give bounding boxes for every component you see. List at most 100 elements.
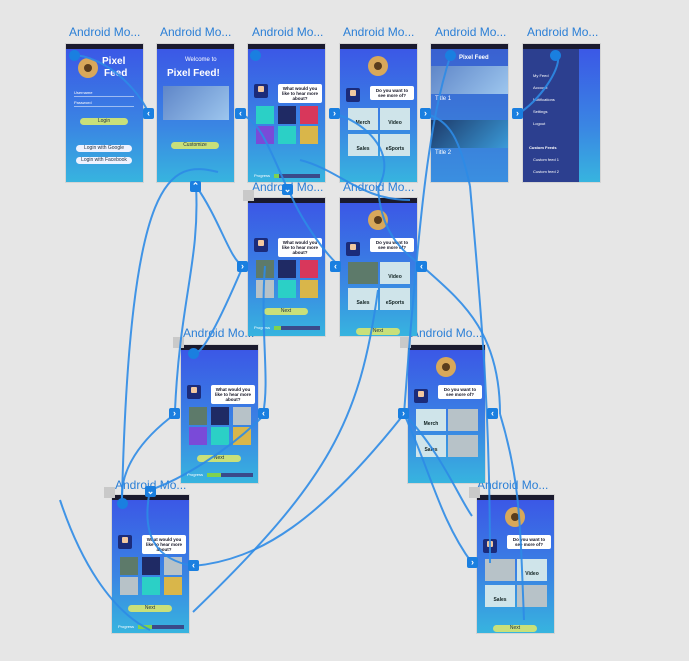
interest-tile-merch[interactable]: Merch [416,409,446,431]
topic-tile-retro[interactable] [211,427,229,445]
topic-tile-pc[interactable] [256,280,274,298]
prototype-link-arrow[interactable]: ⌄ [145,486,156,497]
customize-button[interactable]: Customize [171,142,219,149]
connection-handle[interactable] [250,50,261,61]
next-button[interactable]: Next [128,605,172,612]
prototype-link-arrow[interactable]: › [420,108,431,119]
prototype-link-arrow[interactable]: ‹ [487,408,498,419]
artboard-survey-interests[interactable]: Do you want to see more of? Merch Video … [340,44,417,182]
interest-tile-video[interactable]: Video [517,559,547,581]
prototype-link-arrow[interactable]: ‹ [258,408,269,419]
connection-handle[interactable] [188,348,199,359]
artboard-survey-topics-4[interactable]: What would you like to hear more about? … [112,495,189,633]
feed-title-1[interactable]: Title 1 [435,96,452,102]
interest-tile-esports[interactable]: eSports [380,134,410,156]
artboard-handle[interactable] [104,487,115,498]
topic-tile-xbox[interactable] [120,557,138,575]
topic-tile-xbox[interactable] [256,106,274,124]
interest-tile-esports[interactable] [517,585,547,607]
prototype-link-arrow[interactable]: › [169,408,180,419]
drawer-item-custom-feed-2[interactable]: Custom feed 2 [533,169,560,174]
artboard-login[interactable]: Pixel Feed Username Password Login Login… [66,44,143,182]
artboard-survey-topics[interactable]: What would you like to hear more about? … [248,44,325,182]
artboard-label-survey-1[interactable]: Android Mo... [252,25,324,39]
interest-tile-merch[interactable]: Merch [348,108,378,130]
topic-tile-mobile[interactable] [300,126,318,144]
interest-tile-merch[interactable] [348,262,378,284]
artboard-feed[interactable]: Pixel Feed Title 1 Title 2 [431,44,508,182]
topic-tile-retro[interactable] [142,577,160,595]
interest-tile-sales[interactable]: Sales [348,134,378,156]
topic-tile-retro[interactable] [278,126,296,144]
topic-tile-sony[interactable] [278,260,296,278]
artboard-survey-topics-3[interactable]: What would you like to hear more about? … [181,345,258,483]
artboard-label-drawer[interactable]: Android Mo... [527,25,599,39]
interest-tile-sales[interactable]: Sales [348,288,378,310]
prototype-link-arrow[interactable]: › [467,557,478,568]
connection-handle[interactable] [445,50,456,61]
prototype-link-arrow[interactable]: ‹ [235,108,246,119]
drawer-item-settings[interactable]: Settings [533,109,548,114]
artboard-handle[interactable] [400,337,411,348]
topic-tile-nintendo[interactable] [164,557,182,575]
username-field[interactable]: Username [74,90,134,97]
prototype-link-arrow[interactable]: ‹ [143,108,154,119]
topic-tile-sony[interactable] [211,407,229,425]
interest-tile-video[interactable] [448,409,478,431]
next-button[interactable]: Next [197,455,241,462]
prototype-link-arrow[interactable]: ‹ [188,560,199,571]
connection-handle[interactable] [69,50,80,61]
interest-tile-sales[interactable]: Sales [485,585,515,607]
next-button[interactable]: Next [264,308,308,315]
feed-title-2[interactable]: Title 2 [435,150,452,156]
interest-tile-video[interactable]: Video [380,262,410,284]
interest-tile-esports[interactable] [448,435,478,457]
prototype-link-arrow[interactable]: ‹ [416,261,427,272]
topic-tile-mobile[interactable] [300,280,318,298]
artboard-survey-interests-4[interactable]: Do you want to see more of? Video Sales … [477,495,554,633]
prototype-link-arrow[interactable]: › [237,261,248,272]
drawer-item-notifications[interactable]: Notifications [533,97,555,102]
interest-tile-video[interactable]: Video [380,108,410,130]
topic-tile-xbox[interactable] [256,260,274,278]
next-button[interactable]: Next [493,625,537,632]
drawer-item-my-feed[interactable]: My Feed [533,73,549,78]
topic-tile-pc[interactable] [120,577,138,595]
prototype-link-arrow[interactable]: ⌄ [282,184,293,195]
login-facebook-button[interactable]: Login with Facebook [76,157,132,164]
prototype-link-arrow[interactable]: › [329,108,340,119]
topic-tile-pc[interactable] [189,427,207,445]
drawer-item-custom-feed-1[interactable]: Custom feed 1 [533,157,560,162]
drawer-item-logout[interactable]: Logout [533,121,546,126]
artboard-label-welcome[interactable]: Android Mo... [160,25,232,39]
interest-tile-esports[interactable]: eSports [380,288,410,310]
artboard-drawer[interactable]: My Feed Account Notifications Settings L… [523,44,600,182]
artboard-survey-interests-2[interactable]: Do you want to see more of? Video Sales … [340,198,417,336]
next-button[interactable]: Next [356,328,400,335]
topic-tile-sony[interactable] [278,106,296,124]
interest-tile-merch[interactable] [485,559,515,581]
connection-handle[interactable] [550,50,561,61]
login-button[interactable]: Login [80,118,128,125]
topic-tile-nintendo[interactable] [300,260,318,278]
topic-tile-xbox[interactable] [189,407,207,425]
topic-tile-mobile[interactable] [164,577,182,595]
prototype-link-arrow[interactable]: ‹ [330,261,341,272]
interest-tile-sales[interactable]: Sales [416,435,446,457]
artboard-label-feed[interactable]: Android Mo... [435,25,507,39]
topic-tile-mobile[interactable] [233,427,251,445]
prototype-link-arrow[interactable]: › [398,408,409,419]
artboard-survey-topics-2[interactable]: What would you like to hear more about? … [248,198,325,336]
artboard-label-survey-6[interactable]: Android Mo... [411,326,483,340]
artboard-label-survey-5[interactable]: Android Mo... [183,326,255,340]
artboard-label-survey-2[interactable]: Android Mo... [343,25,415,39]
artboard-label-survey-4[interactable]: Android Mo... [343,180,415,194]
artboard-handle[interactable] [243,190,254,201]
artboard-handle[interactable] [469,487,480,498]
connection-handle[interactable] [117,498,128,509]
topic-tile-sony[interactable] [142,557,160,575]
topic-tile-nintendo[interactable] [300,106,318,124]
drawer-item-account[interactable]: Account [533,85,548,90]
artboard-label-survey-8[interactable]: Android Mo... [477,478,549,492]
login-google-button[interactable]: Login with Google [76,145,132,152]
